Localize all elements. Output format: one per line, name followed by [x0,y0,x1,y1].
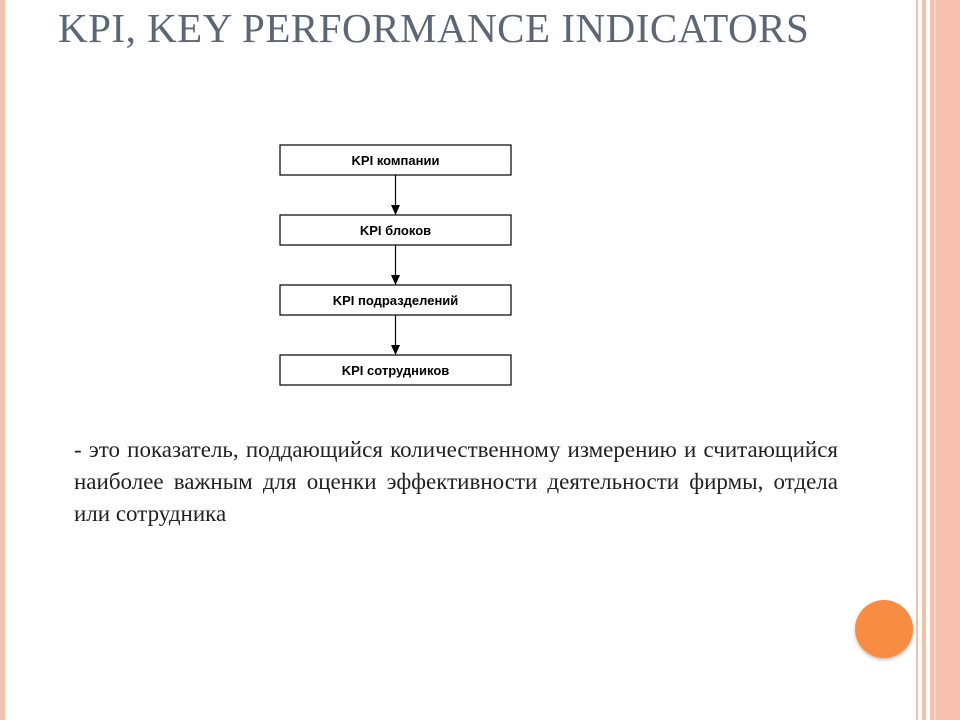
right-stripe-gap [918,0,922,720]
diagram-node-label: KPI блоков [360,223,431,238]
diagram-node-blocks: KPI блоков [279,214,512,246]
left-border-decoration [0,0,5,720]
right-stripe-decoration [922,0,926,720]
diagram-edge-company-blocks [391,175,400,215]
diagram-node-box [279,214,512,246]
diagram-arrowhead [391,345,400,355]
diagram-node-box [279,284,512,316]
orange-circle-decoration [855,600,913,658]
diagram-node-label: KPI компании [352,153,440,168]
diagram-node-label: KPI сотрудников [342,363,450,378]
diagram-node-box [279,354,512,386]
diagram-node-employees: KPI сотрудников [279,354,512,386]
slide-title: KPI, KEY PERFORMANCE INDICATORS [58,5,810,51]
right-stripe-decoration [916,0,918,720]
right-band-highlight [934,0,936,720]
kpi-definition-text: - это показатель, поддающийся количестве… [74,437,838,526]
diagram-edge-blocks-divisions [391,245,400,285]
diagram-arrowhead [391,275,400,285]
diagram-edge-divisions-employees [391,315,400,355]
diagram-node-divisions: KPI подразделений [279,284,512,316]
right-stripe-gap [926,0,930,720]
diagram-arrowhead [391,205,400,215]
diagram-node-label: KPI подразделений [333,293,459,308]
diagram-node-company: KPI компании [279,144,512,176]
diagram-node-box [279,144,512,176]
